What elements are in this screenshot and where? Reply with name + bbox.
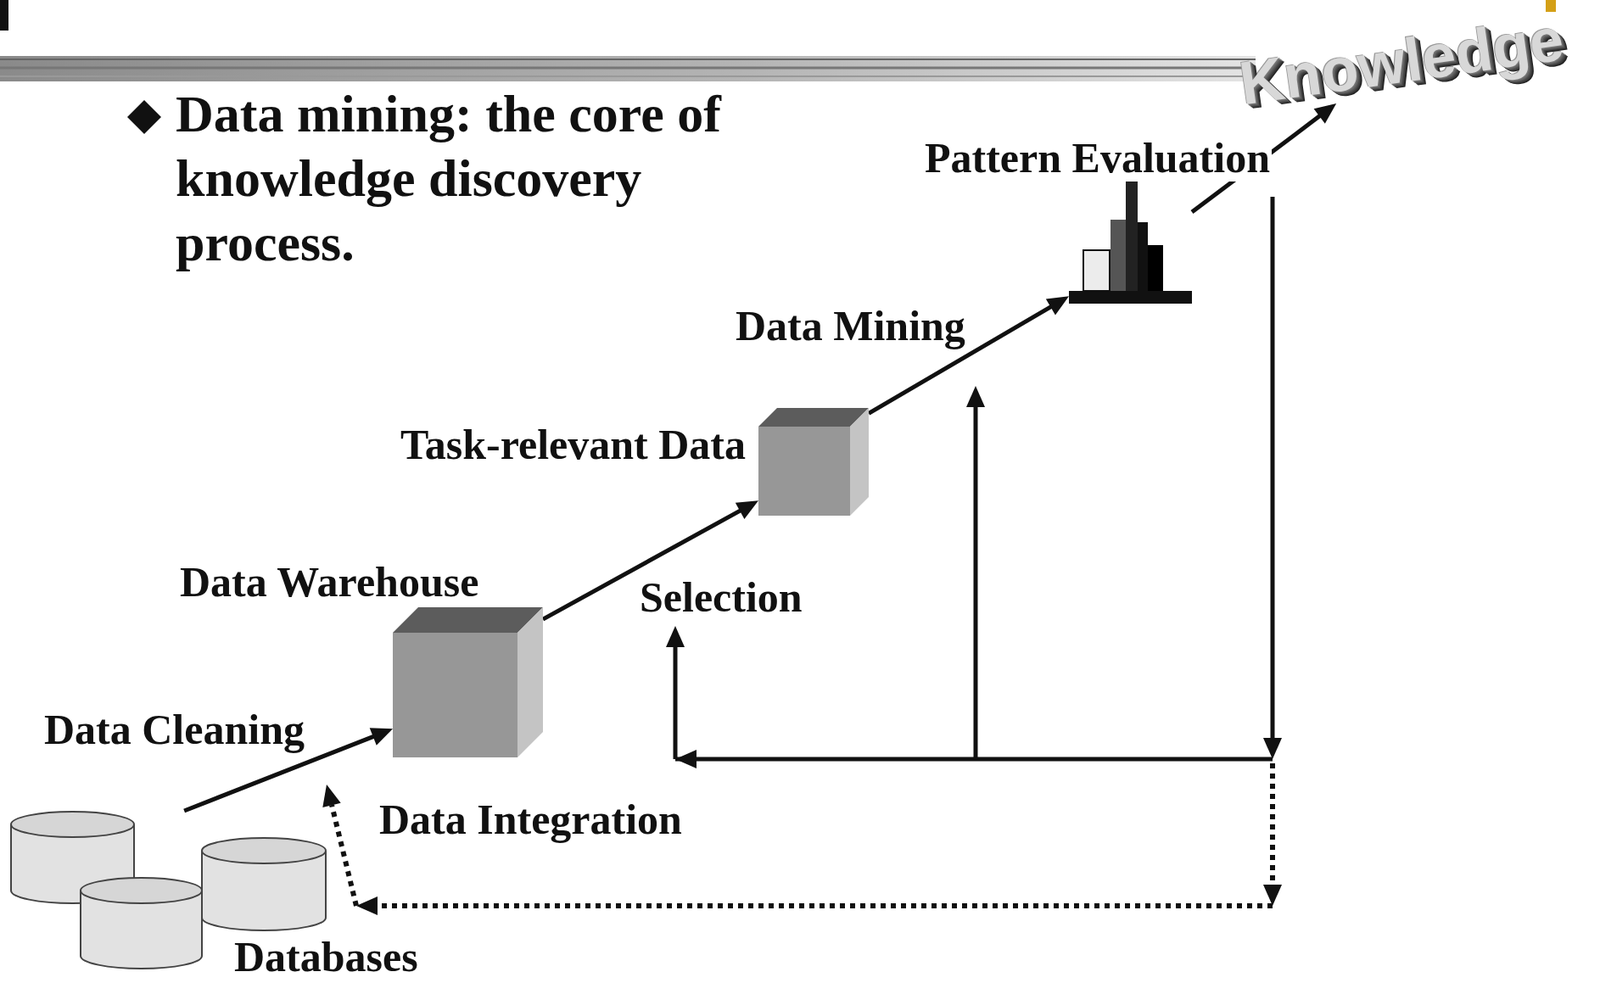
corner-mark	[0, 0, 9, 31]
dotted-feedback	[331, 763, 1273, 907]
arrow-head	[369, 727, 393, 745]
feedback-lines	[675, 196, 1273, 760]
slide-title: Data mining: the core of knowledge disco…	[175, 81, 821, 275]
bar-chart-icon	[1068, 181, 1192, 304]
bullet-diamond	[127, 100, 162, 135]
pattern-chart: Pattern Evaluation	[1068, 181, 1192, 304]
edge-label: Data Mining	[733, 302, 968, 350]
database-cylinder	[201, 838, 326, 931]
cube-shape	[758, 408, 869, 516]
header-band	[0, 55, 1256, 82]
database-node: Databases	[10, 811, 327, 970]
cube-shape	[392, 607, 543, 758]
feedback-heads	[322, 386, 1282, 916]
edge-label: Data Cleaning	[42, 705, 307, 754]
warehouse-cube: Data Warehouse	[392, 607, 543, 758]
knowledge-word: Knowledge	[1238, 18, 1565, 104]
edge-label: Selection	[637, 573, 805, 621]
node-label: Pattern Evaluation	[923, 134, 1272, 182]
arrow-head	[735, 500, 759, 520]
knowledge-text: Knowledge	[1234, 0, 1569, 126]
node-label: Databases	[232, 933, 420, 981]
arrow-head	[1046, 296, 1069, 315]
step-label: Data Integration	[377, 795, 684, 844]
node-label: Data Warehouse	[178, 558, 481, 606]
task-data-cube: Task-relevant Data	[758, 408, 869, 516]
node-label: Task-relevant Data	[398, 420, 748, 469]
database-cylinder	[80, 878, 202, 969]
